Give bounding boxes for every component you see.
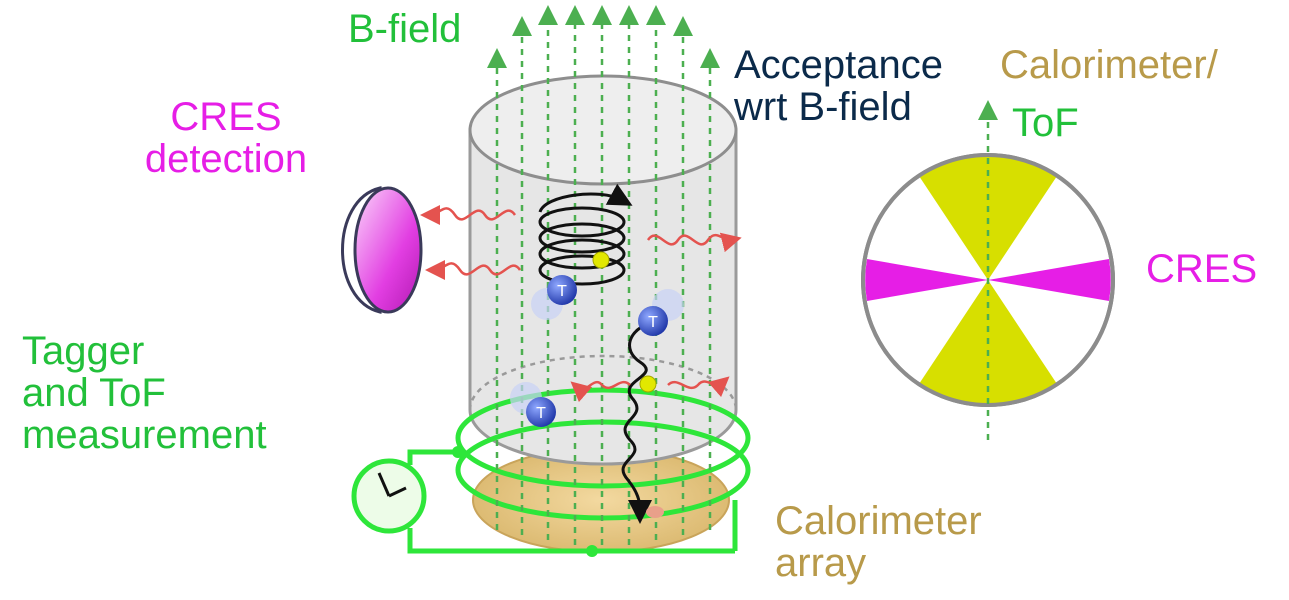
- tof-label: ToF: [1012, 101, 1079, 145]
- electron-trajectory-lower: [621, 320, 653, 524]
- source-cylinder: [468, 74, 738, 466]
- coil-node: [586, 545, 598, 557]
- tritium-atom-icon: T: [531, 275, 577, 320]
- tagger-circuit: [407, 449, 738, 554]
- acceptance-wheel-icon: [861, 100, 1115, 440]
- electron-hit: [646, 506, 664, 518]
- electron-spiral-upper: [538, 183, 633, 286]
- clock-icon: [351, 458, 427, 534]
- antenna-dish-icon: [341, 186, 423, 314]
- cres-radiation: [420, 204, 742, 403]
- tritium-atom-icon: T: [510, 382, 556, 427]
- b-field-lines: [487, 5, 720, 545]
- b-field-label: B-field: [348, 7, 462, 51]
- cres-label: CRES: [1146, 247, 1258, 291]
- calorimeter-tof-label: Calorimeter/: [1000, 43, 1218, 87]
- tritium-symbol: T: [536, 405, 546, 422]
- electron-icon: [592, 251, 610, 269]
- electron-icon: [639, 375, 657, 393]
- tritium-atom-icon: T: [638, 289, 684, 336]
- calorimeter-array-label: Calorimeter array: [775, 499, 982, 585]
- tritium-symbol: T: [557, 283, 567, 300]
- cres-detection-label: CRES detection: [144, 95, 308, 181]
- tritium-symbol: T: [648, 314, 658, 331]
- coil-node: [452, 446, 464, 458]
- tagger-label: Tagger and ToF measurement: [22, 329, 267, 457]
- acceptance-label: Acceptance wrt B-field: [734, 43, 944, 129]
